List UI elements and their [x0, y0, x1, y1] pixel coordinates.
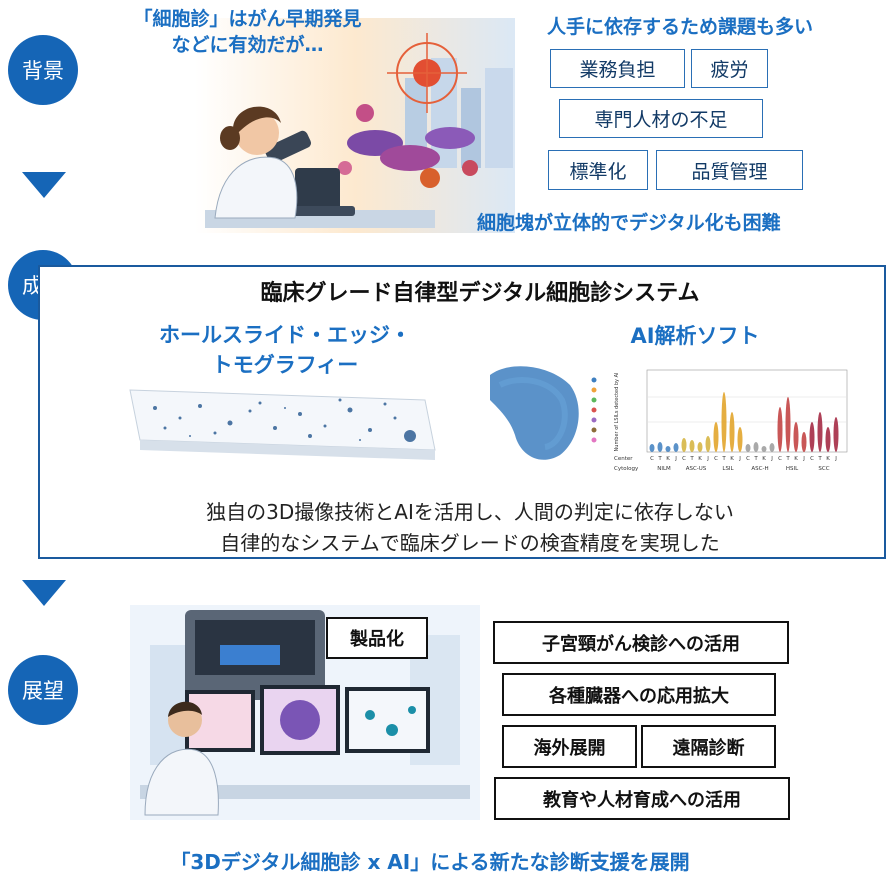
- intro-line-1: 「細胞診」はがん早期発見: [133, 8, 362, 30]
- violin-mark: [761, 446, 767, 452]
- group-tick-labels: NILM ASC-US LSIL ASC-H HSIL SCC: [657, 466, 830, 472]
- violin-mark: [649, 444, 655, 452]
- wset-label: ホールスライド・エッジ・ トモグラフィー: [130, 320, 440, 380]
- center-tick-label: J: [802, 456, 805, 462]
- outlook-footer: 「3Dデジタル細胞診 x AI」による新たな診断支援を展開: [170, 850, 690, 874]
- umap-cluster-plot: [470, 355, 610, 470]
- violin-mark: [785, 397, 791, 452]
- center-tick-label: J: [738, 456, 741, 462]
- center-tick-label: C: [778, 456, 782, 462]
- wset-label-line-1: ホールスライド・エッジ・: [159, 323, 411, 347]
- result-desc-line-2: 自律的なシステムで臨床グレードの検査精度を実現した: [220, 531, 720, 555]
- violin-mark: [817, 412, 823, 452]
- tag-productization: 製品化: [326, 617, 428, 659]
- chart-cytology-label: Cytology: [614, 466, 639, 472]
- center-tick-label: C: [810, 456, 814, 462]
- violin-mark: [697, 442, 703, 452]
- outlook-cervical-screening: 子宮頸がん検診への活用: [493, 621, 789, 664]
- center-tick-label: K: [730, 456, 734, 462]
- result-desc-line-1: 独自の3D撮像技術とAIを活用し、人間の判定に依存しない: [206, 500, 734, 524]
- violin-mark: [681, 438, 687, 452]
- center-tick-label: T: [785, 456, 790, 462]
- group-tick-label: NILM: [657, 466, 671, 472]
- center-tick-label: K: [666, 456, 670, 462]
- outlook-education: 教育や人材育成への活用: [494, 777, 790, 820]
- outlook-remote-diagnosis: 遠隔診断: [641, 725, 776, 768]
- violin-mark: [729, 412, 735, 452]
- center-tick-label: T: [657, 456, 662, 462]
- scientist-illustration-svg: [195, 18, 515, 233]
- intro-line-2: などに有効だが…: [171, 34, 324, 56]
- section-circle-background: 背景: [8, 35, 78, 105]
- violin-mark: [713, 422, 719, 452]
- center-tick-label: K: [826, 456, 830, 462]
- group-tick-label: ASC-US: [686, 466, 707, 472]
- scientist-microscope-illustration: [195, 18, 515, 233]
- tag-workload: 業務負担: [550, 49, 685, 88]
- violin-mark: [665, 446, 671, 452]
- group-tick-label: LSIL: [722, 466, 734, 472]
- center-tick-label: T: [817, 456, 822, 462]
- violin-mark: [689, 440, 695, 452]
- violin-mark: [737, 427, 743, 452]
- center-tick-label: C: [746, 456, 750, 462]
- issues-title: 人手に依存するため課題も多い: [546, 16, 813, 38]
- center-tick-label: K: [762, 456, 766, 462]
- violin-mark: [705, 436, 711, 452]
- center-tick-label: T: [721, 456, 726, 462]
- center-tick-label: K: [794, 456, 798, 462]
- violin-chart-svg: Number of LSILs detected by AI Center Cy…: [614, 369, 848, 472]
- ai-software-label: AI解析ソフト: [630, 324, 760, 348]
- 3d-slide-svg: [129, 389, 436, 460]
- violin-mark: [793, 422, 799, 452]
- tag-quality-control: 品質管理: [656, 150, 803, 190]
- violin-chart: Number of LSILs detected by AI Center Cy…: [612, 362, 852, 477]
- center-tick-label: T: [753, 456, 758, 462]
- outlook-organ-expansion: 各種臓器への応用拡大: [502, 673, 776, 716]
- violin-mark: [809, 422, 815, 452]
- violin-marks: [649, 392, 839, 452]
- violin-mark: [721, 392, 727, 452]
- center-tick-label: J: [770, 456, 773, 462]
- center-tick-label: J: [674, 456, 677, 462]
- tag-specialist-shortage: 専門人材の不足: [559, 99, 763, 138]
- wset-label-line-2: トモグラフィー: [211, 353, 359, 377]
- center-tick-label: C: [682, 456, 686, 462]
- umap-svg: [490, 366, 597, 460]
- group-tick-label: HSIL: [786, 466, 799, 472]
- outlook-overseas: 海外展開: [502, 725, 637, 768]
- result-title: 臨床グレード自律型デジタル細胞診システム: [260, 281, 700, 306]
- tag-standardization: 標準化: [548, 150, 648, 190]
- 3d-slide-image: [110, 378, 450, 468]
- center-tick-label: C: [714, 456, 718, 462]
- researcher-computer-illustration: [130, 605, 480, 820]
- violin-mark: [745, 444, 751, 452]
- violin-mark: [833, 417, 839, 452]
- violin-mark: [673, 443, 679, 452]
- center-tick-label: C: [650, 456, 654, 462]
- violin-mark: [753, 442, 759, 452]
- chart-ylabel: Number of LSILs detected by AI: [614, 373, 620, 452]
- violin-mark: [801, 432, 807, 452]
- chart-center-label: Center: [614, 456, 633, 462]
- group-tick-label: ASC-H: [751, 466, 768, 472]
- tag-fatigue: 疲労: [691, 49, 768, 88]
- result-description: 独自の3D撮像技術とAIを活用し、人間の判定に依存しない 自律的なシステムで臨床…: [60, 497, 880, 559]
- center-tick-label: J: [834, 456, 837, 462]
- background-intro: 「細胞診」はがん早期発見 などに有効だが…: [105, 6, 390, 58]
- background-footer: 細胞塊が立体的でデジタル化も困難: [477, 212, 781, 234]
- violin-mark: [825, 427, 831, 452]
- down-arrow-icon: [22, 172, 66, 198]
- violin-mark: [777, 407, 783, 452]
- violin-mark: [769, 443, 775, 452]
- center-tick-label: K: [698, 456, 702, 462]
- down-arrow-icon: [22, 580, 66, 606]
- center-tick-label: J: [706, 456, 709, 462]
- center-tick-label: T: [689, 456, 694, 462]
- group-tick-label: SCC: [818, 466, 829, 472]
- violin-mark: [657, 442, 663, 452]
- section-circle-outlook: 展望: [8, 655, 78, 725]
- researcher-svg: [130, 605, 480, 820]
